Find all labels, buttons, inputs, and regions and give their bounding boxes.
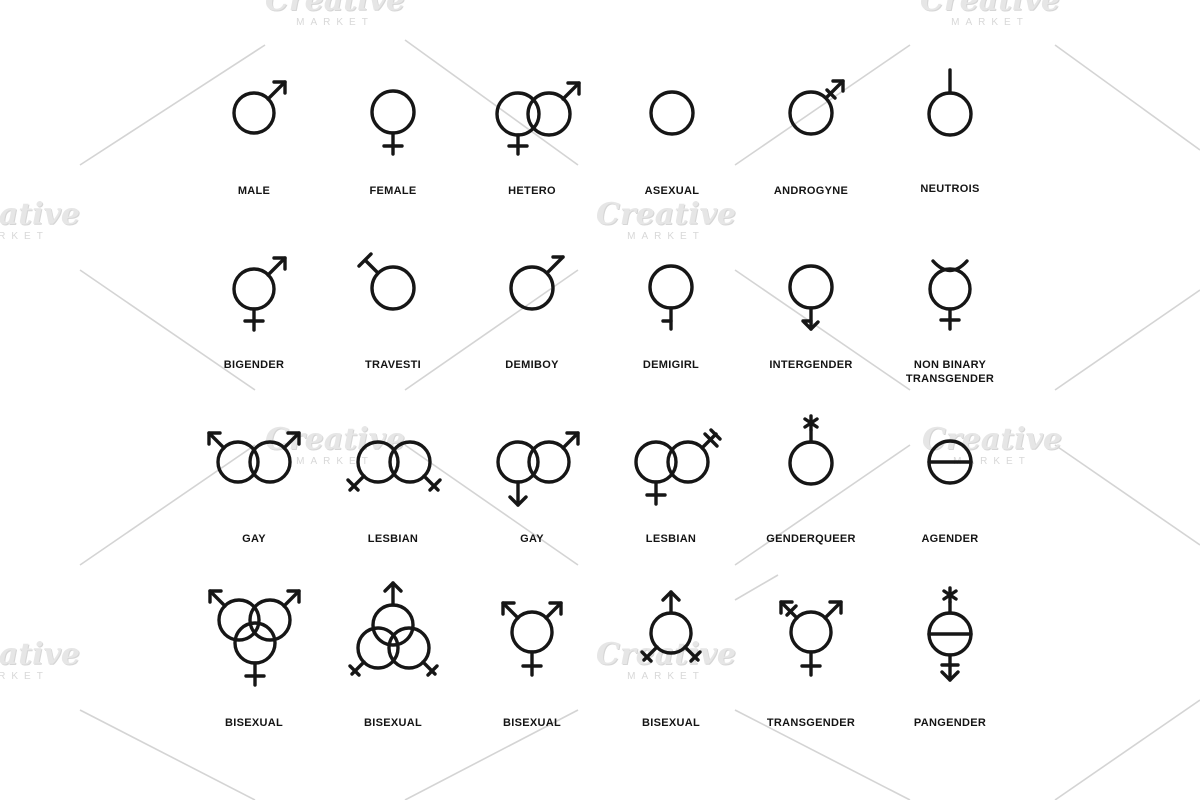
symbol-label: TRAVESTI	[365, 359, 421, 371]
symbol-label: LESBIAN	[367, 533, 419, 545]
symbol-label: BISEXUAL	[224, 717, 284, 729]
symbol-label: GAY	[520, 533, 544, 545]
pangender-symbol-icon	[927, 586, 973, 682]
non-binary-transgender-symbol-icon	[928, 259, 972, 331]
gay-alt-symbol-icon	[496, 431, 580, 507]
demigirl-symbol-icon	[648, 264, 694, 331]
symbol-label: ASEXUAL	[644, 185, 700, 197]
symbol-label: FEMALE	[369, 185, 417, 197]
intergender-symbol-icon	[788, 264, 834, 331]
symbol-label: LESBIAN	[645, 533, 697, 545]
bisexual-triple-circle-icon	[208, 589, 301, 687]
symbol-label: GENDERQUEER	[766, 533, 856, 545]
symbol-label: HETERO	[508, 185, 556, 197]
agender-symbol-icon	[927, 439, 973, 485]
symbol-label: NON BINARY TRANSGENDER	[905, 359, 995, 385]
symbol-label: INTERGENDER	[769, 359, 853, 371]
symbol-label: PANGENDER	[913, 717, 987, 729]
bisexual-triangle-circle-icon	[348, 581, 439, 677]
symbol-label: GAY	[242, 533, 266, 545]
symbol-label: TRANSGENDER	[766, 717, 856, 729]
symbol-label: ANDROGYNE	[773, 185, 849, 197]
symbol-label: MALE	[237, 185, 271, 197]
lesbian-alt-symbol-icon	[634, 428, 722, 506]
female-symbol-icon	[370, 89, 416, 156]
symbol-label: BISEXUAL	[363, 717, 423, 729]
bisexual-single-circle-icon	[501, 601, 563, 677]
male-symbol-icon	[232, 80, 287, 135]
bigender-symbol-icon	[232, 256, 287, 332]
symbol-label: NEUTROIS	[920, 183, 980, 195]
gay-symbol-icon	[207, 431, 301, 484]
symbol-label: BISEXUAL	[641, 717, 701, 729]
symbol-label: DEMIGIRL	[642, 359, 700, 371]
symbol-label: AGENDER	[921, 533, 979, 545]
symbol-label: BIGENDER	[223, 359, 285, 371]
symbol-label: DEMIBOY	[505, 359, 559, 371]
demiboy-symbol-icon	[509, 255, 565, 311]
neutrois-symbol-icon	[927, 68, 973, 137]
transgender-symbol-icon	[779, 600, 843, 677]
hetero-symbol-icon	[495, 81, 581, 156]
bisexual-cross-arrow-icon	[640, 590, 702, 663]
asexual-symbol-icon	[649, 90, 695, 136]
genderqueer-symbol-icon	[788, 414, 834, 486]
symbol-label: BISEXUAL	[502, 717, 562, 729]
androgyne-symbol-icon	[788, 79, 845, 136]
travesti-symbol-icon	[357, 252, 416, 311]
lesbian-symbol-icon	[346, 440, 442, 492]
